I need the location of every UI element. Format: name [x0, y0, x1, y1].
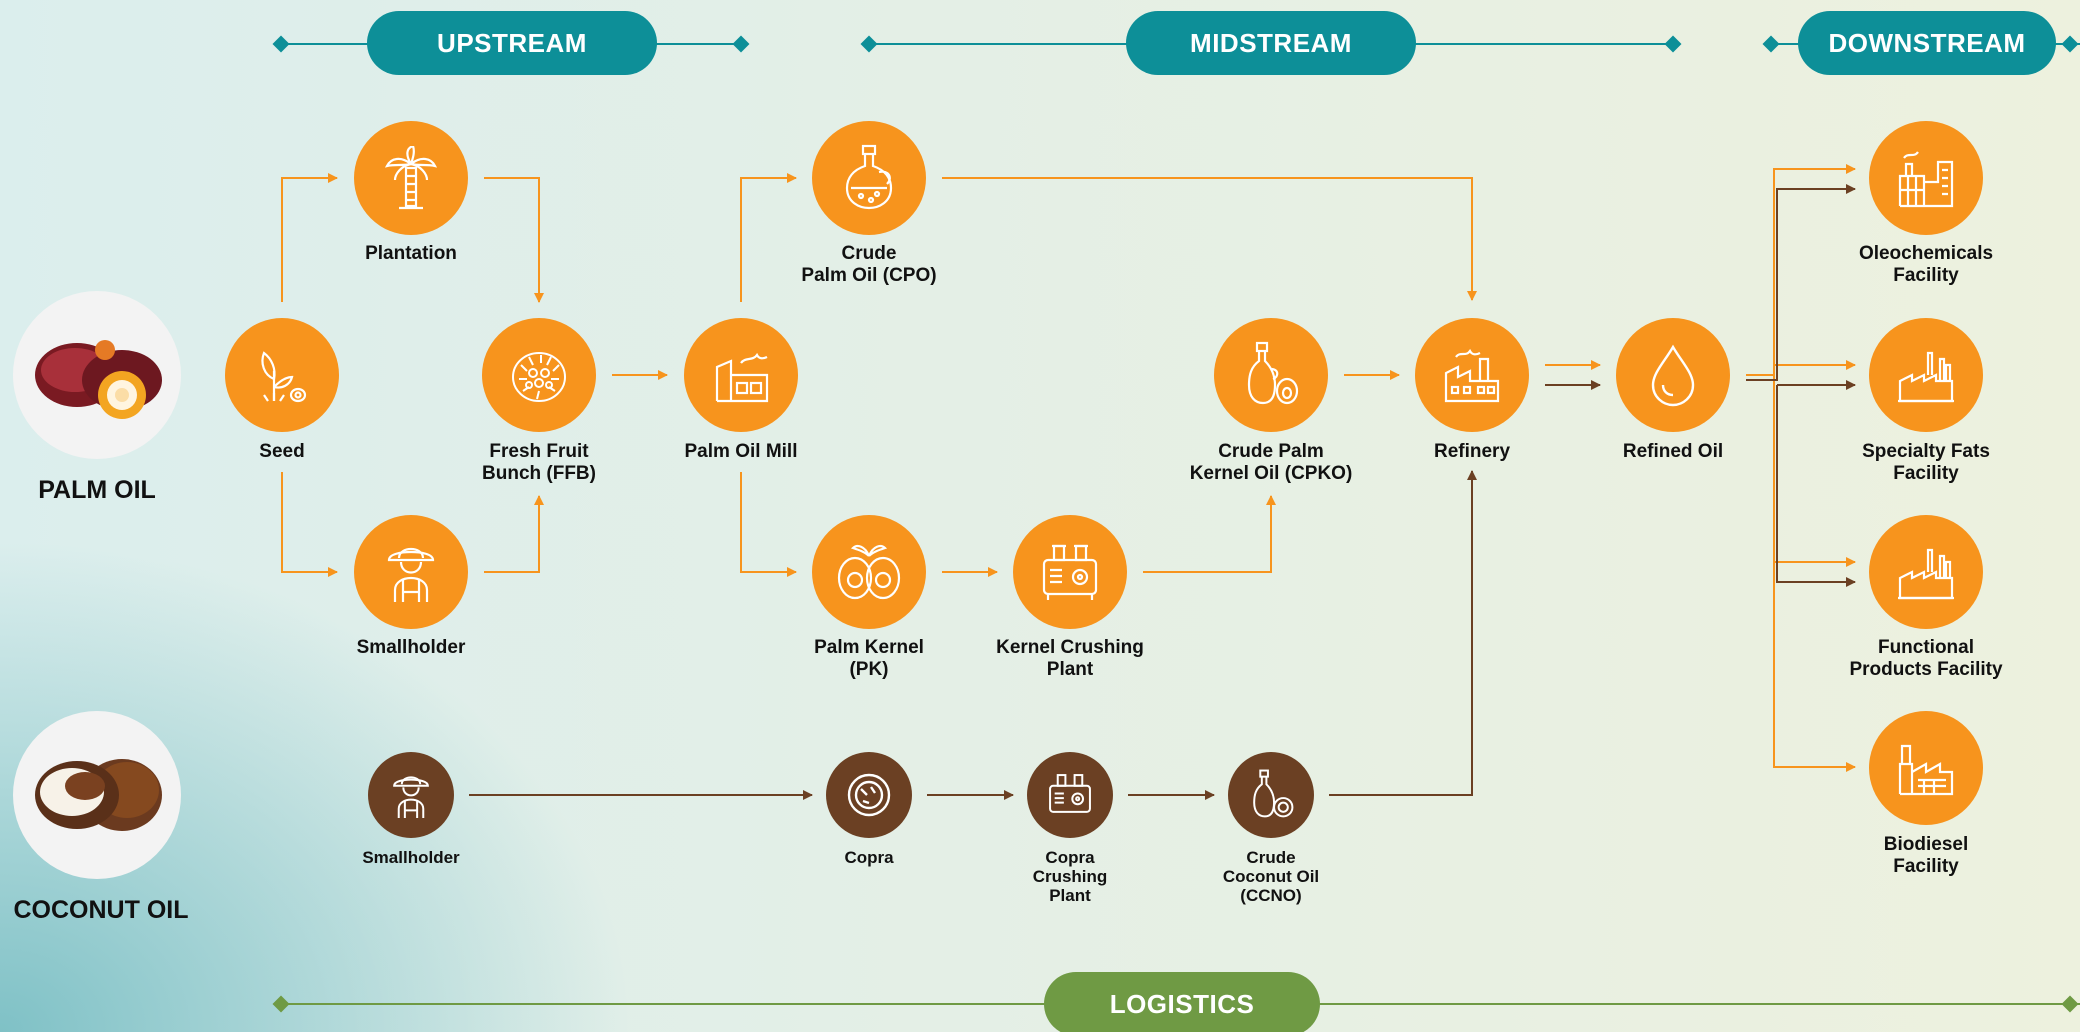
refinery-icon	[1444, 348, 1500, 403]
bio-label-line1: Biodiesel	[1883, 834, 1969, 855]
plantation-node	[354, 121, 468, 235]
func-label: Functional Products Facility	[1849, 637, 2002, 681]
func-label-line1: Functional	[1877, 637, 1975, 658]
crusher-machine-icon	[1042, 544, 1098, 600]
factory-stacks-icon	[1898, 548, 1954, 600]
refined-oil-node	[1616, 318, 1730, 432]
ffb-label: Fresh Fruit Bunch (FFB)	[482, 441, 596, 485]
seed-node	[225, 318, 339, 432]
refinery-node	[1415, 318, 1529, 432]
farmer-icon	[393, 776, 429, 818]
coconut-oil-image	[13, 711, 181, 879]
refinery-label: Refinery	[1433, 441, 1511, 462]
ccno-node	[1228, 752, 1314, 838]
ffb-label-line1: Fresh Fruit	[489, 441, 589, 462]
cpko-label: Crude Palm Kernel Oil (CPKO)	[1190, 441, 1353, 485]
sfat-label: Specialty Fats Facility	[1862, 441, 1990, 485]
seed-label: Seed	[259, 441, 305, 462]
oil-bottle-icon	[845, 144, 893, 210]
ccno-label-line1: Crude	[1246, 848, 1296, 867]
smallholder-node	[354, 515, 468, 629]
kcp-label-line2: Plant	[1046, 659, 1094, 680]
bio-label-line2: Facility	[1893, 856, 1959, 877]
chemical-plant-icon	[1898, 151, 1954, 208]
ccp-label: Copra Crushing Plant	[1033, 848, 1108, 905]
biodiesel-plant-icon	[1898, 744, 1954, 796]
cpo-node	[812, 121, 926, 235]
kernel-icon	[837, 545, 901, 600]
mill-label: Palm Oil Mill	[684, 441, 798, 462]
seed-icon	[261, 351, 307, 403]
factory-icon	[715, 352, 769, 403]
oil-drop-icon	[1651, 344, 1695, 407]
oil-bottle-kernel-icon	[1247, 341, 1299, 405]
pk-label: Palm Kernel (PK)	[814, 637, 924, 681]
sfat-label-line1: Specialty Fats	[1862, 441, 1990, 462]
farmer-icon	[387, 547, 435, 602]
palm-oil-label: PALM OIL	[38, 476, 156, 504]
refined-oil-label: Refined Oil	[1622, 441, 1724, 462]
func-label-line2: Products Facility	[1849, 659, 2003, 680]
oleo-label-line2: Facility	[1893, 265, 1959, 286]
pk-label-line1: Palm Kernel	[814, 637, 924, 658]
cpo-label: Crude Palm Oil (CPO)	[801, 243, 936, 287]
cpko-label-line2: Kernel Oil (CPKO)	[1189, 463, 1353, 484]
palm-kernel-node	[812, 515, 926, 629]
logistics-footer: LOGISTICS	[1044, 972, 1320, 1032]
palm-fruit-icon	[35, 340, 162, 419]
coconut-icon	[35, 759, 162, 831]
coconut-half-icon	[847, 773, 891, 817]
palm-oil-image	[13, 291, 181, 459]
factory-stacks-icon	[1898, 351, 1954, 403]
ffb-node	[482, 318, 596, 432]
ccno-label-line3: (CCNO)	[1240, 886, 1302, 905]
oleo-label: Oleochemicals Facility	[1859, 243, 1993, 287]
kernel-crushing-plant-node	[1013, 515, 1127, 629]
plantation-label: Plantation	[365, 243, 457, 264]
oleochemicals-node	[1869, 121, 1983, 235]
ccno-label-line2: Coconut Oil	[1222, 867, 1320, 886]
copra-label: Copra	[844, 848, 894, 867]
copra-crushing-plant-node	[1027, 752, 1113, 838]
ffb-label-line2: Bunch (FFB)	[482, 463, 596, 484]
palm-tree-icon	[384, 146, 438, 210]
kcp-label: Kernel Crushing Plant	[996, 637, 1144, 681]
cpo-label-line2: Palm Oil (CPO)	[801, 265, 937, 286]
pk-label-line2: (PK)	[849, 659, 889, 680]
sfat-label-line2: Facility	[1893, 463, 1959, 484]
functional-products-node	[1869, 515, 1983, 629]
ccno-label: Crude Coconut Oil (CCNO)	[1223, 848, 1319, 905]
oleo-label-line1: Oleochemicals	[1858, 243, 1994, 264]
oil-bottle-coconut-icon	[1253, 769, 1294, 818]
specialty-fats-node	[1869, 318, 1983, 432]
palm-oil-mill-node	[684, 318, 798, 432]
cpko-label-line1: Crude Palm	[1218, 441, 1324, 462]
ccp-label-line1: Copra	[1045, 848, 1095, 867]
coconut-oil-label: COCONUT OIL	[13, 896, 189, 924]
ccp-label-line3: Plant	[1049, 886, 1091, 905]
bio-label: Biodiesel Facility	[1884, 834, 1968, 878]
header-lines	[272, 35, 2080, 1013]
fruit-bunch-icon	[512, 352, 566, 402]
crusher-machine-icon	[1049, 774, 1091, 813]
midstream-header: MIDSTREAM	[1126, 11, 1416, 75]
ccp-label-line2: Crushing	[1032, 867, 1108, 886]
copra-node	[826, 752, 912, 838]
coconut-smallholder-node	[368, 752, 454, 838]
smallholder-label: Smallholder	[356, 637, 466, 658]
biodiesel-node	[1869, 711, 1983, 825]
upstream-header: UPSTREAM	[367, 11, 657, 75]
cpko-node	[1214, 318, 1328, 432]
coconut-smallholder-label: Smallholder	[362, 848, 460, 867]
cpo-label-line1: Crude	[841, 243, 897, 264]
kcp-label-line1: Kernel Crushing	[996, 637, 1144, 658]
downstream-header: DOWNSTREAM	[1798, 11, 2056, 75]
